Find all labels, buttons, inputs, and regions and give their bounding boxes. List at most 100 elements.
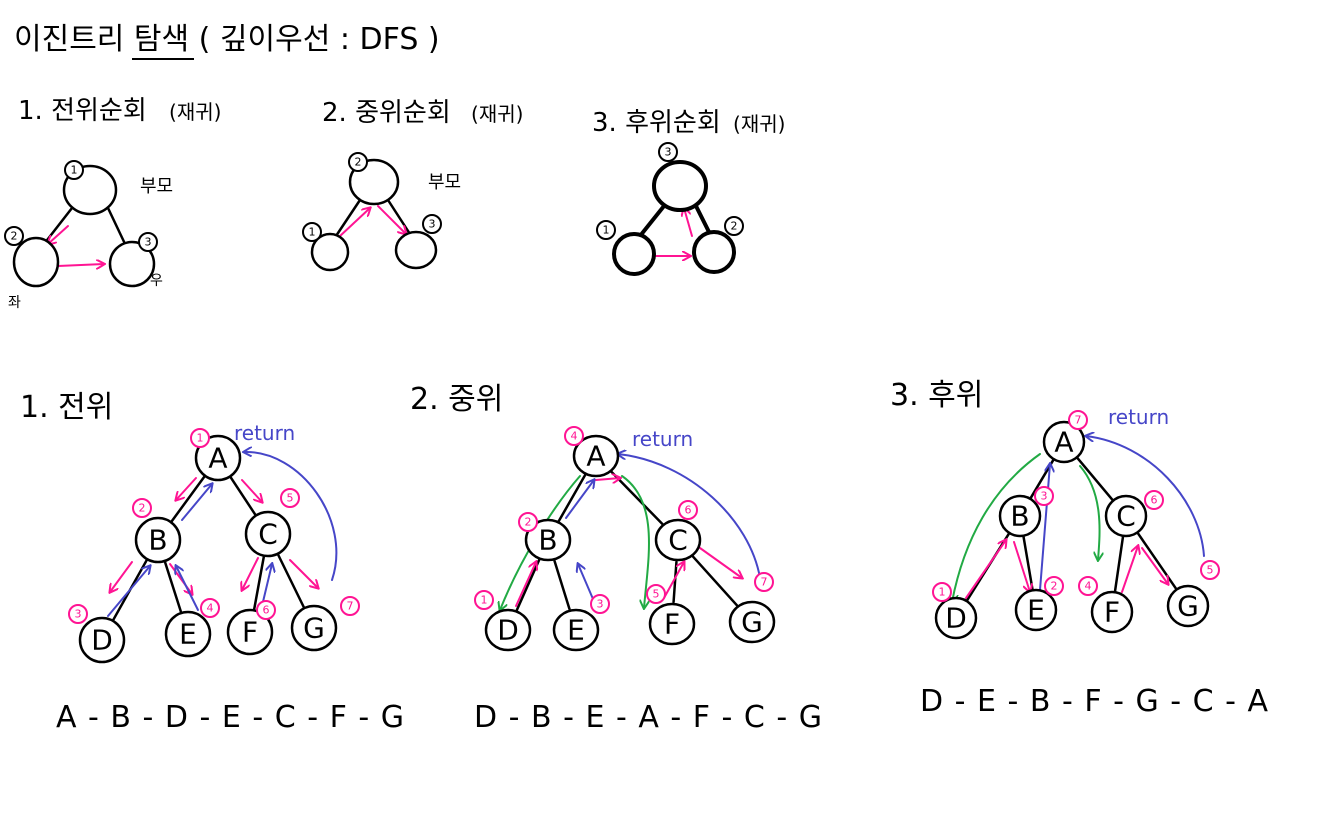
legend-preorder-parent-label: 부모 [140, 176, 174, 197]
legend3-badge-right-text: 2 [731, 220, 738, 233]
legend3-badge-left-text: 1 [603, 224, 610, 237]
tree2-badge-A: 4 [564, 426, 584, 446]
tree2-order-arrow-1 [515, 562, 536, 607]
tree2-node-G-label: G [741, 606, 763, 639]
legend-preorder-title: 1. 전위순회 [18, 96, 147, 126]
tree2-badge-C: 6 [678, 500, 698, 520]
tree1-node-B [134, 516, 182, 564]
tree1-badge-E: 4 [200, 598, 220, 618]
tree1-return-arrow-3 [181, 484, 212, 521]
tree3-order-arrow-3 [1121, 546, 1138, 593]
legend-preorder-paren: (재귀) [169, 100, 222, 124]
tree2-edge-AB [557, 473, 587, 523]
legend1-left-node [12, 236, 60, 288]
tree1-return-arrow-4 [261, 564, 272, 607]
tree3-order-arrow-4 [1141, 547, 1168, 584]
tree3-badge-E-ring [1044, 576, 1064, 596]
tree1-badge-E-ring [200, 598, 220, 618]
tree3-node-G [1166, 584, 1210, 628]
tree3-node-F-label: F [1104, 596, 1120, 629]
tree1-node-C [244, 510, 292, 558]
tree1-badge-D-text: 3 [75, 608, 82, 621]
tree3-badge-F-ring [1078, 576, 1098, 596]
tree3-edge-BE [1022, 534, 1034, 592]
tree1-badge-A: 1 [190, 428, 210, 448]
legend2-badge-left-text: 1 [309, 226, 316, 239]
legend-postorder-heading: 3. 후위순회 (재귀) [592, 102, 785, 139]
tree3-badge-A-ring [1068, 410, 1088, 430]
legend1-badge-right: 3 [138, 232, 158, 252]
tree2-badge-F: 5 [646, 584, 666, 604]
legend-preorder-left-label: 좌 [8, 295, 21, 311]
tree2-node-G [728, 600, 776, 644]
legend2-badge-parent-ring [348, 152, 368, 172]
tree1-badge-C: 5 [280, 488, 300, 508]
tree2-edge-CG [691, 555, 739, 607]
legend3-edge-right [694, 204, 712, 236]
title-underline [132, 58, 194, 60]
tree2-badge-B: 2 [518, 512, 538, 532]
tree1-badge-F: 6 [256, 600, 276, 620]
legend-inorder-parent-label: 부모 [428, 172, 462, 193]
tree3-return-arrow-1 [1039, 464, 1050, 591]
tree3-badge-E: 2 [1044, 576, 1064, 596]
legend2-left-node [310, 232, 350, 272]
tree2-node-F-label: F [664, 608, 680, 641]
legend1-arrow-parent-to-left [48, 225, 69, 244]
tree2-node-D [484, 608, 532, 652]
legend2-badge-parent-text: 2 [355, 156, 362, 169]
tree1-badge-A-ring [190, 428, 210, 448]
tree1-node-D [78, 616, 126, 664]
tree2-node-C-label: C [668, 524, 688, 557]
tree2-order-arrow-4 [699, 547, 742, 578]
tree3-edge-AC [1075, 456, 1115, 502]
legend1-badge-left-text: 2 [11, 230, 18, 243]
legend2-badge-right-text: 3 [429, 218, 436, 231]
tree3-edge-CF [1113, 534, 1125, 594]
tree2-badge-D: 1 [474, 590, 494, 610]
tree1-badge-A-text: 1 [197, 432, 204, 445]
tree2-descend-arrow-2 [621, 475, 650, 608]
tree1-badge-F-ring [256, 600, 276, 620]
tree2-node-E [552, 608, 600, 652]
tree3-order-arrow-1 [965, 540, 1006, 599]
tree-postorder-heading: 3. 후위 [890, 378, 984, 413]
tree2-badge-D-ring [474, 590, 494, 610]
page-title: 이진트리 탐색 ( 깊이우선 : DFS ) [14, 22, 440, 57]
tree1-node-D-label: D [91, 624, 113, 657]
legend3-badge-right: 2 [724, 216, 744, 236]
tree3-badge-B-ring [1034, 486, 1054, 506]
legend3-badge-right-ring [724, 216, 744, 236]
tree3-node-E-label: E [1027, 594, 1045, 627]
tree1-edge-CF [252, 554, 266, 612]
legend3-badge-parent-text: 3 [665, 146, 672, 159]
tree3-badge-D: 1 [932, 582, 952, 602]
legend2-badge-right: 3 [422, 214, 442, 234]
legend-postorder-title: 3. 후위순회 [592, 108, 721, 138]
legend2-arrow-left-to-parent [339, 208, 370, 237]
legend1-edge-right [106, 206, 128, 248]
legend3-badge-left-ring [596, 220, 616, 240]
tree1-edge-BE [163, 559, 183, 615]
tree1-node-A-label: A [208, 442, 227, 475]
tree2-return-arrow-3 [618, 454, 761, 579]
tree1-node-C-label: C [258, 518, 278, 551]
legend2-edge-right [386, 198, 412, 236]
tree2-badge-G: 7 [754, 572, 774, 592]
tree2-badge-E: 3 [590, 594, 610, 614]
tree1-edge-CG [276, 552, 306, 610]
tree3-badge-B-text: 3 [1041, 490, 1048, 503]
tree-preorder-sequence: A - B - D - E - C - F - G [56, 700, 405, 735]
tree1-badge-B-ring [132, 498, 152, 518]
tree1-edge-AC [228, 475, 258, 517]
tree3-descend-arrow-2 [1079, 465, 1100, 560]
legend-preorder-right-label: 우 [150, 273, 163, 289]
tree3-badge-E-text: 2 [1051, 580, 1058, 593]
tree3-badge-F: 4 [1078, 576, 1098, 596]
legend2-badge-parent: 2 [348, 152, 368, 172]
tree3-badge-C: 6 [1144, 490, 1164, 510]
tree2-node-C [654, 518, 702, 562]
tree1-node-E-label: E [179, 618, 197, 651]
tree3-badge-D-ring [932, 582, 952, 602]
